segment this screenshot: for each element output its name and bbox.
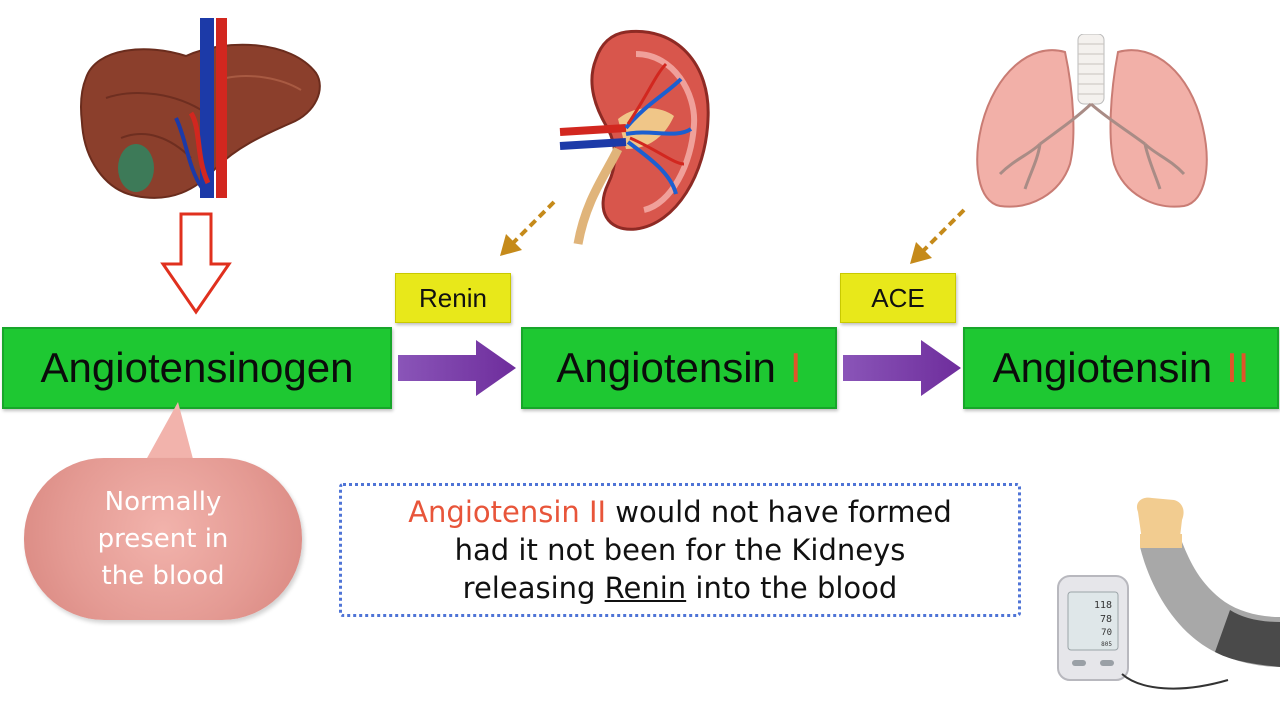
ace-text: ACE [871,282,925,313]
note-renin-underlined: Renin [604,571,687,605]
monitor-reading-1: 118 [1094,600,1112,611]
lungs-to-ace-arrow [910,208,966,264]
ace-label: ACE [840,273,956,323]
explanation-note: Angiotensin II would not have formed had… [339,483,1021,617]
renin-text: Renin [419,282,487,313]
angiotensin-2-box: Angiotensin II [963,327,1279,409]
monitor-button-right [1100,660,1114,666]
note-line-3: releasing Renin into the blood [463,569,898,607]
down-arrow-icon [160,212,232,315]
bubble-line-1: Normally [104,486,222,517]
note-line-1: Angiotensin II would not have formed [408,493,952,531]
angiotensin-2-text: Angiotensin [992,344,1213,391]
monitor-button-left [1072,660,1086,666]
angiotensin-1-roman: I [789,344,802,391]
monitor-reading-4: 805 [1101,641,1112,648]
note-line-2: had it not been for the Kidneys [454,533,906,567]
kidney-icon [559,29,710,245]
kidney-to-renin-arrow [500,200,556,256]
lungs-icon [976,34,1208,208]
conversion-arrow-1 [398,340,516,396]
bubble-line-2: present in [97,523,229,554]
conversion-arrow-2 [843,340,961,396]
angiotensin-1-text: Angiotensin [556,344,776,391]
bubble-line-3: the blood [101,560,225,591]
angiotensin-2-roman: II [1226,344,1250,391]
angiotensinogen-text: Angiotensinogen [40,344,354,391]
monitor-cable [1121,673,1229,690]
liver-icon [80,18,321,199]
angiotensinogen-box: Angiotensinogen [2,327,392,409]
note-highlight: Angiotensin II [408,495,607,529]
blood-pressure-monitor-icon: 118 78 70 805 [1057,575,1129,681]
normally-present-bubble: Normally present in the blood [24,458,302,620]
note-line-3-post: into the blood [686,571,898,605]
note-line-3-pre: releasing [462,571,605,605]
arm-icon [1136,497,1280,667]
angiotensin-1-box: Angiotensin I [521,327,837,409]
monitor-reading-3: 70 [1101,628,1112,638]
monitor-reading-2: 78 [1100,614,1112,625]
note-line-1-rest: would not have formed [606,495,952,529]
renin-label: Renin [395,273,511,323]
